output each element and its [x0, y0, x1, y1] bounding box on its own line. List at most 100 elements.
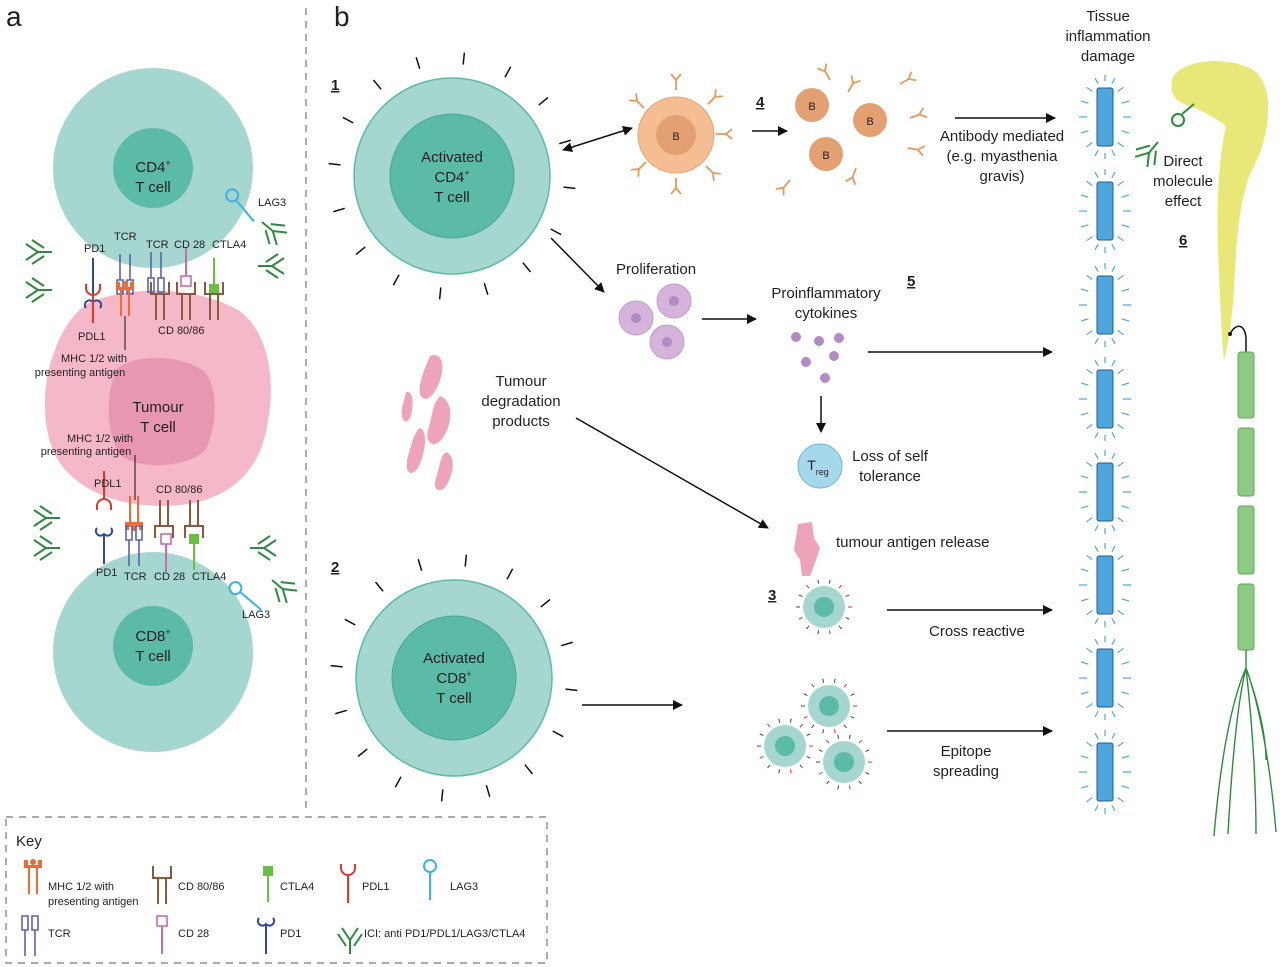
tcr-label-bottom: TCR — [124, 571, 147, 583]
activation-ray — [333, 207, 345, 213]
inflammation-spike — [1094, 171, 1099, 179]
cell-spike — [850, 693, 855, 697]
cell-spike — [798, 616, 803, 620]
cell-spike — [838, 584, 842, 589]
inflammation-spike — [1111, 337, 1116, 345]
cross-reactive-cell — [796, 579, 852, 635]
inflammation-spike — [1121, 288, 1130, 292]
mhc-key-icon — [23, 858, 43, 895]
b-cell-expanded: B B B — [774, 62, 928, 197]
tumour-label: Tumour — [132, 399, 183, 416]
step-4-number: 4 — [756, 94, 765, 111]
muscle-fibres — [1213, 650, 1277, 837]
activated-cd8-nucleus — [391, 615, 517, 741]
inflammation-spike — [1080, 130, 1089, 134]
degradation-antigen-arrow — [575, 417, 769, 529]
inflammation-spike — [1080, 691, 1089, 695]
activation-ray — [374, 581, 384, 592]
antibody-icon — [842, 74, 862, 96]
cell-spike — [799, 723, 803, 728]
inflammation-spike — [1086, 180, 1093, 187]
b-cell-label: B — [672, 131, 679, 143]
key-ici: ICI: anti PD1/PDL1/LAG3/CTLA4 — [364, 928, 525, 940]
cell-spike — [767, 764, 771, 769]
ici-key-icon — [337, 927, 363, 955]
treg-label: Treg — [807, 457, 829, 477]
inflammation-spike — [1086, 368, 1093, 375]
activation-ray — [563, 186, 576, 190]
ici-antibody-icon — [249, 535, 277, 561]
activation-ray — [504, 66, 512, 78]
inflammation-spike — [1080, 661, 1089, 665]
inflammation-spike — [1094, 265, 1099, 273]
proinflammatory-label-2: cytokines — [795, 305, 858, 322]
inflammation-spike — [1117, 423, 1124, 430]
neuromuscular-junction — [1131, 61, 1277, 837]
inflammation-spike — [1080, 412, 1089, 416]
inflammation-spike — [1086, 516, 1093, 523]
proliferating-cells — [618, 283, 692, 360]
b-cell-small — [853, 103, 887, 137]
activated-cd8-line1: Activated — [423, 650, 485, 667]
tumour-degradation-label-3: products — [492, 413, 550, 430]
inflammation-spike — [1111, 732, 1116, 740]
step-1-number: 1 — [331, 77, 339, 94]
inflammation-spike — [1117, 180, 1124, 187]
cell-spike — [850, 715, 855, 719]
inflammation-spike — [1111, 171, 1116, 179]
tcr-label-top-2: TCR — [146, 239, 169, 251]
cell-spike — [828, 579, 831, 584]
activation-ray — [417, 559, 423, 571]
tissue-bar — [1096, 275, 1114, 335]
antibody-label-3: gravis) — [979, 168, 1024, 185]
mhc-label-top-1: MHC 1/2 with — [61, 353, 127, 365]
inflammation-spike — [1121, 691, 1130, 695]
inflammation-spike — [1117, 796, 1124, 803]
inflammation-spike — [1111, 545, 1116, 553]
tumour-cell-nucleus — [108, 357, 215, 466]
b-cell-small — [809, 137, 843, 171]
cell-spike — [803, 693, 808, 697]
activation-ray — [330, 664, 343, 668]
antibody-icon — [628, 92, 649, 113]
cd80-86-key-icon — [152, 865, 172, 905]
b-cell-label: B — [808, 101, 815, 113]
inflammation-spike — [1121, 130, 1130, 134]
inflammation-spike — [1111, 524, 1116, 532]
inflammation-spike — [1086, 235, 1093, 242]
cell-spike — [833, 729, 836, 734]
activation-ray — [485, 785, 491, 797]
inflammation-spike — [1094, 545, 1099, 553]
nerve-terminal — [1171, 61, 1269, 360]
ici-antibody-icon — [263, 569, 301, 607]
tissue-column — [1079, 75, 1131, 814]
key-mhc-1: MHC 1/2 with — [48, 881, 114, 893]
cell-spike — [822, 729, 825, 734]
inflammation-spike — [1117, 609, 1124, 616]
inflammation-spike — [1121, 224, 1130, 228]
loss-tolerance-label-2: tolerance — [859, 468, 921, 485]
inflammation-spike — [1094, 804, 1099, 812]
epitope-spreading-cells — [757, 678, 872, 790]
cd80-86-icon — [184, 499, 204, 539]
activation-ray — [342, 116, 354, 124]
key-tcr: TCR — [48, 928, 71, 940]
tcr-label-top-1: TCR — [114, 231, 137, 243]
inflammation-spike — [1094, 149, 1099, 157]
key-legend: Key MHC 1/2 with presenting antigen CD 8… — [5, 816, 548, 964]
inflammation-spike — [1086, 554, 1093, 561]
cell-spike — [845, 616, 850, 620]
inflammation-spike — [1111, 265, 1116, 273]
activation-ray — [335, 709, 347, 715]
inflammation-spike — [1117, 554, 1124, 561]
mhc-label-bottom-1: MHC 1/2 with — [67, 433, 133, 445]
cell-spike — [865, 749, 870, 753]
cell-spike — [806, 755, 811, 759]
activation-ray — [462, 52, 466, 65]
ctla4-label-top: CTLA4 — [212, 239, 246, 251]
inflammation-spike — [1086, 274, 1093, 281]
cell-spike — [817, 630, 820, 635]
activation-ray — [483, 283, 489, 295]
activation-ray — [464, 554, 468, 567]
